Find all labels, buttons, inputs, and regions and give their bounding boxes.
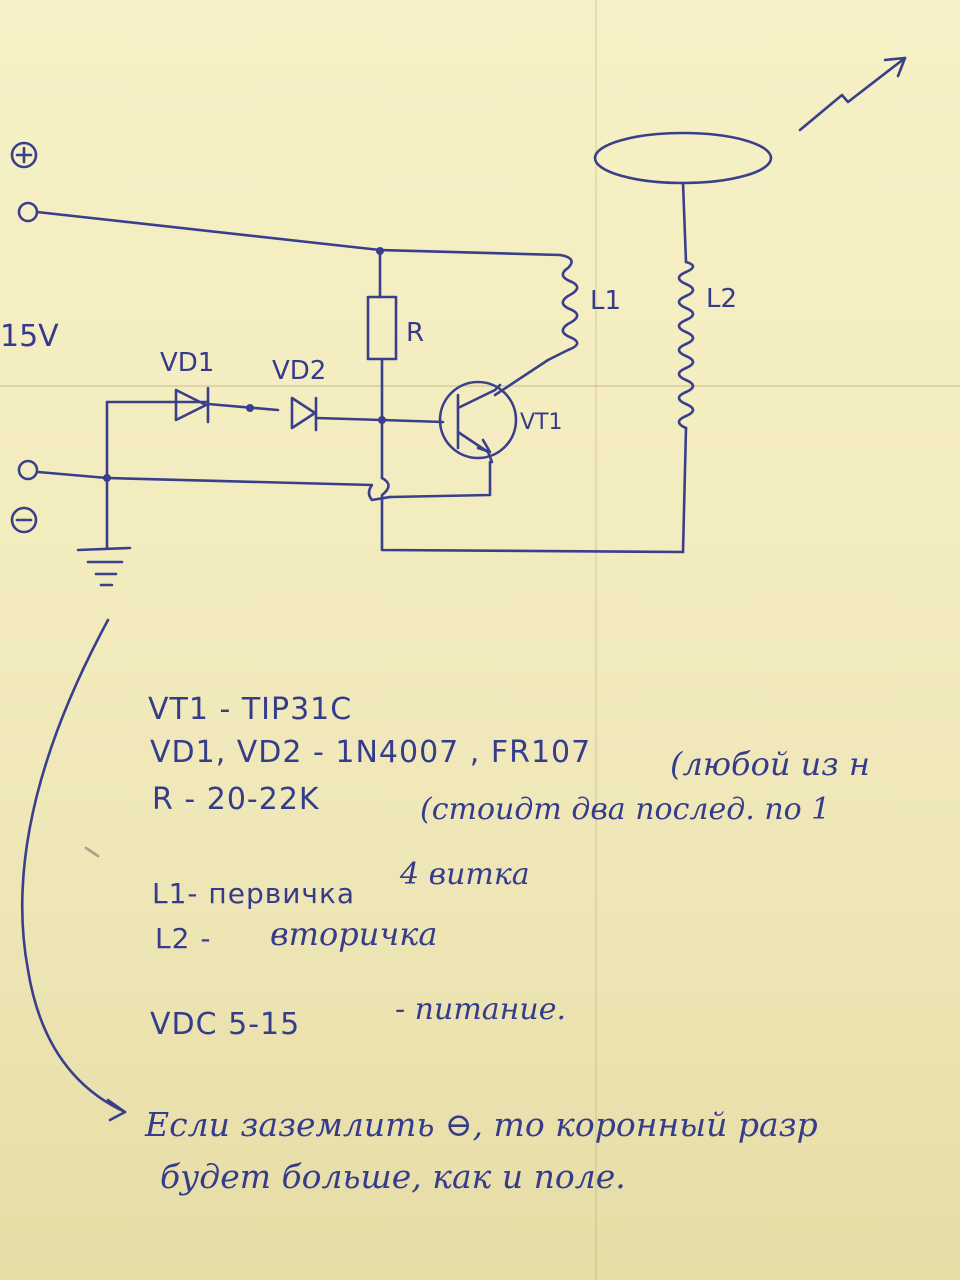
ground-symbol	[76, 546, 132, 587]
note-l2-b: вторичка	[270, 915, 438, 953]
note-l1-a: L1- первичка	[152, 877, 356, 910]
junction-dot	[378, 416, 386, 424]
antenna-arrowhead	[883, 56, 907, 78]
minus-terminal-node	[17, 459, 39, 481]
note-ground-line1: Если заземлить ⊖, то коронный разр	[145, 1105, 818, 1144]
paper-fold-line	[0, 385, 960, 387]
vd1-diode	[174, 388, 208, 422]
positive-rail-wire	[35, 210, 562, 257]
plus-terminal-circle	[10, 141, 38, 169]
note-r-part: R - 20-22K	[152, 782, 320, 817]
vt1-label: VT1	[520, 410, 563, 435]
negative-rail-wire	[36, 470, 392, 502]
antenna-arrow	[798, 56, 907, 132]
note-vd-part: VD1, VD2 - 1N4007 , FR107	[150, 735, 592, 770]
note-vd-comment: (любой из н	[670, 745, 870, 783]
note-vdc-b: - питание.	[395, 992, 567, 1027]
note-r-comment: (стоидт два послед. по 1	[420, 792, 831, 827]
l2-label: L2	[706, 284, 738, 314]
l2-return-wire	[380, 476, 685, 554]
note-l2-a: L2 -	[155, 922, 212, 955]
emitter-wire	[388, 460, 492, 499]
minus-terminal-circle	[10, 506, 38, 534]
collector-wire	[493, 358, 550, 397]
l2-coil	[677, 260, 695, 430]
junction-dot	[246, 404, 254, 412]
resistor-r	[366, 295, 398, 361]
l1-coil	[546, 253, 579, 362]
top-load-ring	[593, 131, 773, 185]
voltage-label: 15V	[0, 319, 59, 354]
plus-terminal-node	[17, 201, 39, 223]
note-arrow	[20, 618, 127, 1114]
base-wire	[380, 418, 445, 424]
vt1-transistor	[438, 380, 518, 460]
minus-label: −	[16, 506, 38, 532]
note-l1-b: 4 витка	[400, 857, 530, 892]
l1-label: L1	[590, 286, 622, 316]
paper-fold-line	[595, 0, 597, 1280]
plus-label: +	[16, 136, 38, 162]
vd1-label: VD1	[160, 348, 215, 378]
r-label: R	[406, 318, 425, 348]
note-vt1: VT1 - TIP31C	[148, 692, 353, 727]
note-vdc-a: VDC 5-15	[150, 1007, 301, 1042]
vd2-label: VD2	[272, 356, 327, 386]
note-ground-line2: будет больше, как и поле.	[160, 1157, 626, 1196]
vd2-diode	[290, 396, 317, 430]
